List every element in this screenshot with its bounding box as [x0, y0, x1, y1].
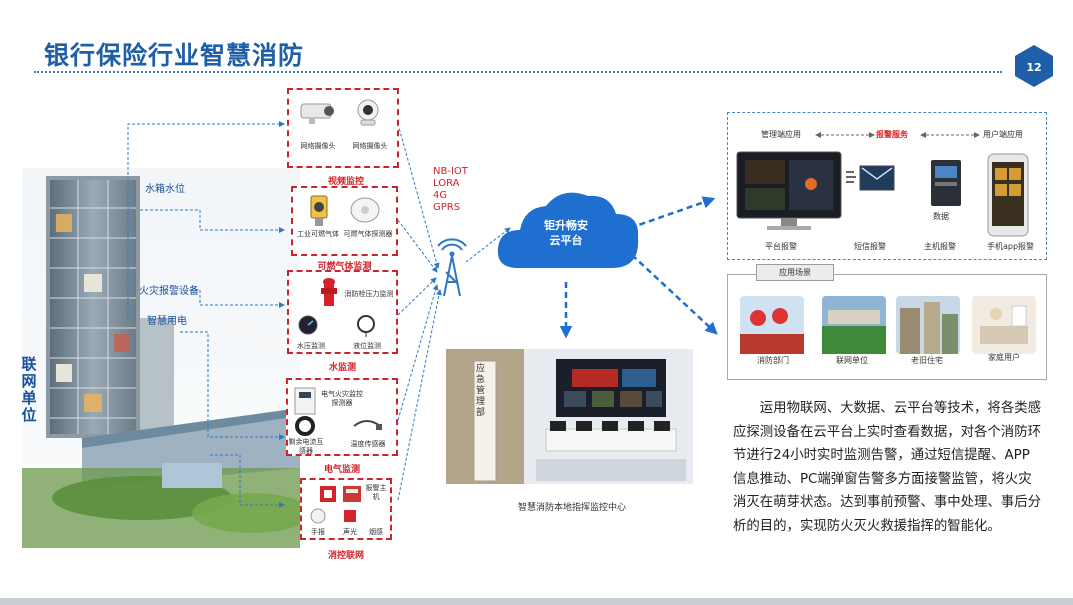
device-label: 声光 — [343, 528, 357, 536]
protocol-gprs: GPRS — [433, 202, 461, 213]
current-transformer-icon — [295, 416, 315, 436]
water-monitor-box: 消防栓压力监测 水压监测 液位监测 — [287, 270, 398, 354]
fire-linkage-box: 报警主机 手报 声光 烟感 — [300, 478, 392, 540]
water-monitor-caption: 水监测 — [328, 363, 356, 373]
mobile-app-alarm-label: 手机app报警 — [987, 242, 1035, 251]
electric-monitor-caption: 电气监测 — [323, 465, 360, 475]
smart-electric-label: 智慧用电 — [147, 316, 187, 327]
device-label: 剩余电流互感器 — [288, 438, 324, 455]
video-monitor-caption: 视频监控 — [327, 177, 364, 187]
camera-icon — [300, 103, 334, 124]
page-number-badge: 12 — [1015, 45, 1053, 87]
bidirectional-arrow-icon — [920, 132, 980, 138]
description-paragraph: 运用物联网、大数据、云平台等技术，将各类感应探测设备在云平台上实时查看数据，对各… — [733, 401, 1041, 534]
scene-label-household: 家庭用户 — [988, 353, 1020, 362]
household-photo — [972, 296, 1036, 354]
alarm-host-icon — [343, 486, 361, 502]
protocol-4g: 4G — [433, 190, 448, 201]
smoke-detector-icon — [350, 197, 380, 223]
page-title: 银行保险行业智慧消防 — [44, 41, 305, 70]
camera-icon — [357, 99, 379, 126]
center-sign-text: 应急管理部 — [476, 364, 486, 418]
mobile-phone-icon — [987, 153, 1029, 237]
scene-label-networked-unit: 联网单位 — [836, 356, 868, 365]
device-label: 电气火灾监控探测器 — [321, 390, 363, 407]
protocol-lora: LORA — [433, 178, 460, 189]
water-tank-label: 水箱水位 — [145, 184, 185, 195]
cloud-platform-label: 钜升畅安 云平台 — [516, 218, 616, 248]
scene-label-old-residence: 老旧住宅 — [911, 356, 943, 365]
strobe-siren-icon — [344, 510, 356, 522]
electric-detector-icon — [294, 387, 316, 415]
video-monitor-box: 网络摄像头 网络摄像头 — [287, 88, 399, 168]
cloud-subtitle: 云平台 — [549, 234, 583, 247]
pressure-gauge-icon — [298, 315, 318, 335]
bidirectional-arrow-icon — [815, 132, 875, 138]
page-number: 12 — [1026, 61, 1041, 74]
building-illustration — [22, 168, 300, 548]
fire-alarm-label: 火灾报警设备 — [139, 286, 199, 297]
networked-unit-label: 联网单位 — [21, 355, 37, 424]
device-label: 网络摄像头 — [352, 142, 388, 150]
data-label: 数据 — [933, 212, 949, 221]
mgmt-app-label: 管理端应用 — [761, 130, 801, 139]
command-center-caption: 智慧消防本地指挥监控中心 — [517, 503, 626, 513]
electric-monitor-box: 电气火灾监控探测器 剩余电流互感器 温度传感器 — [286, 378, 398, 456]
alarm-service-panel — [727, 112, 1047, 260]
application-scenes-tab: 应用场景 — [756, 264, 834, 281]
alarm-service-label: 报警服务 — [876, 130, 908, 139]
device-label: 消防栓压力监测 — [344, 290, 394, 298]
networked-unit-photo — [822, 296, 886, 354]
device-label: 水压监测 — [297, 342, 325, 350]
device-label: 网络摄像头 — [300, 142, 336, 150]
device-label: 液位监测 — [353, 342, 381, 350]
host-alarm-label: 主机报警 — [924, 242, 956, 251]
smoke-detector-icon — [310, 508, 326, 524]
old-residence-photo — [896, 296, 960, 354]
level-sensor-icon — [357, 315, 375, 337]
network-protocols: NB-IOT LORA 4G GPRS — [433, 166, 468, 214]
monitor-icon — [736, 151, 842, 230]
sms-alarm-label: 短信报警 — [854, 242, 886, 251]
device-label: 工业可燃气体 — [297, 230, 339, 238]
device-label: 手报 — [311, 528, 325, 536]
platform-alarm-label: 平台报警 — [765, 242, 797, 251]
user-app-label: 用户端应用 — [983, 130, 1023, 139]
title-divider — [34, 71, 1002, 73]
cloud-name: 钜升畅安 — [544, 219, 588, 232]
device-label: 温度传感器 — [350, 440, 386, 448]
device-label: 可燃气体探测器 — [343, 230, 393, 238]
gas-detection-box: 工业可燃气体 可燃气体探测器 — [291, 186, 398, 256]
alarm-host-icon — [931, 160, 961, 206]
hydrant-icon — [321, 278, 337, 306]
device-label: 报警主机 — [365, 484, 387, 501]
device-label: 烟感 — [369, 528, 383, 536]
temperature-sensor-icon — [353, 420, 382, 430]
sms-icon — [846, 165, 895, 191]
command-center-photo — [446, 349, 693, 484]
fire-linkage-caption: 消控联网 — [327, 551, 364, 561]
application-scenes-panel — [727, 274, 1047, 380]
bottom-bar — [0, 598, 1073, 605]
manual-alarm-icon — [320, 486, 336, 502]
gas-detection-caption: 可燃气体监测 — [317, 262, 372, 272]
scene-label-fire-department: 消防部门 — [757, 356, 789, 365]
fire-department-photo — [740, 296, 804, 354]
gas-detector-icon — [310, 195, 328, 226]
protocol-nb-iot: NB-IOT — [433, 166, 468, 177]
